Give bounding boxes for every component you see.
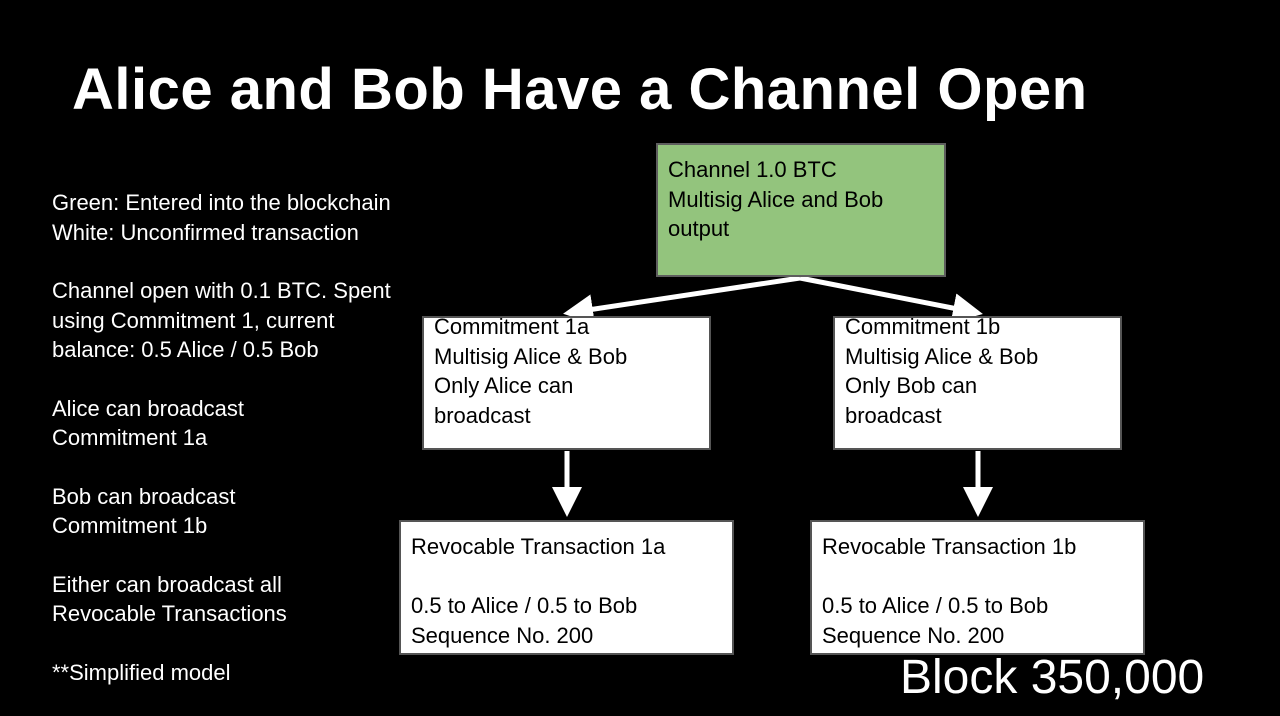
revocable-1b-title: Revocable Transaction 1b — [822, 534, 1077, 559]
either-broadcast-note: Either can broadcast all Revocable Trans… — [52, 570, 452, 629]
note-line: Channel open with 0.1 BTC. Spent — [52, 278, 391, 303]
alice-broadcast-note: Alice can broadcast Commitment 1a — [52, 394, 452, 453]
note-line: Bob can broadcast — [52, 483, 236, 509]
commitment-1b-restriction: Only Bob can — [845, 373, 978, 398]
channel-amount-text: Channel 1.0 BTC — [668, 157, 837, 182]
note-line: balance: 0.5 Alice / 0.5 Bob — [52, 337, 319, 362]
commitment-1b-multisig: Multisig Alice & Bob — [845, 343, 1039, 369]
revocable-1a-box: Revocable Transaction 1a 0.5 to Alice / … — [399, 520, 734, 655]
revocable-1a-sequence: Sequence No. 200 — [411, 622, 594, 648]
revocable-1b-box: Revocable Transaction 1b 0.5 to Alice / … — [810, 520, 1145, 655]
commitment-1a-title: Commitment 1a — [434, 316, 590, 339]
simplified-model-note: **Simplified model — [52, 658, 452, 688]
channel-multisig-text: Multisig Alice and Bob — [668, 186, 884, 212]
commitment-1b-title: Commitment 1b — [845, 316, 1001, 339]
note-line: **Simplified model — [52, 659, 231, 685]
arrow-channel-to-commitment-a — [563, 275, 801, 325]
legend-white-text: White: Unconfirmed transaction — [52, 219, 359, 245]
legend-green-text: Green: Entered into the blockchain — [52, 190, 391, 215]
block-height-label: Block 350,000 — [900, 651, 1205, 704]
commitment-1b-box: Commitment 1b Multisig Alice & Bob Only … — [833, 316, 1122, 450]
note-line: Either can broadcast all — [52, 571, 282, 597]
note-line: Alice can broadcast — [52, 395, 244, 421]
note-line: Commitment 1b — [52, 513, 208, 538]
bob-broadcast-note: Bob can broadcast Commitment 1b — [52, 482, 452, 541]
legend-note: Green: Entered into the blockchain White… — [52, 188, 452, 247]
revocable-1a-title: Revocable Transaction 1a — [411, 534, 666, 559]
commitment-1b-broadcast: broadcast — [845, 402, 942, 428]
revocable-1b-sequence: Sequence No. 200 — [822, 622, 1005, 648]
revocable-1b-spacer — [822, 562, 1133, 592]
note-line: Revocable Transactions — [52, 601, 287, 626]
commitment-1a-box: Commitment 1a Multisig Alice & Bob Only … — [422, 316, 711, 450]
commitment-1a-multisig: Multisig Alice & Bob — [434, 343, 628, 369]
revocable-1b-split: 0.5 to Alice / 0.5 to Bob — [822, 593, 1049, 618]
revocable-1a-split: 0.5 to Alice / 0.5 to Bob — [411, 593, 638, 618]
arrow-channel-to-commitment-b — [799, 275, 983, 323]
channel-open-note: Channel open with 0.1 BTC. Spent using C… — [52, 276, 452, 365]
note-line: using Commitment 1, current — [52, 307, 335, 333]
commitment-1a-restriction: Only Alice can — [434, 373, 574, 398]
slide-title: Alice and Bob Have a Channel Open — [72, 57, 1088, 122]
note-line: Commitment 1a — [52, 425, 208, 450]
notes-panel: Green: Entered into the blockchain White… — [52, 188, 452, 716]
channel-output-box: Channel 1.0 BTC Multisig Alice and Bob o… — [656, 143, 946, 277]
channel-output-text: output — [668, 216, 730, 241]
revocable-1a-spacer — [411, 562, 722, 592]
commitment-1a-broadcast: broadcast — [434, 402, 531, 428]
